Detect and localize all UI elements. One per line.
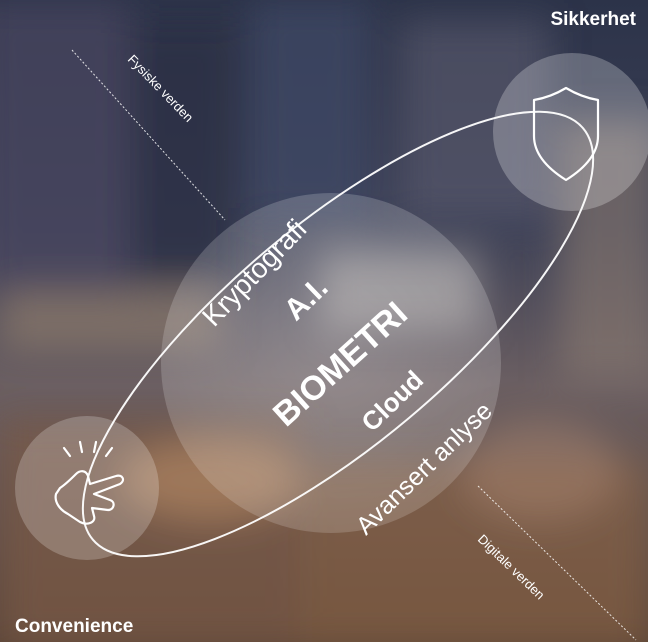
security-label: Sikkerhet	[550, 9, 636, 30]
physical-world-label: Fysiske verden	[125, 52, 197, 125]
tap-hand-icon	[54, 440, 125, 525]
convenience-label: Convenience	[15, 616, 134, 637]
digital-world-label: Digitale verden	[475, 531, 548, 602]
shield-icon	[532, 86, 600, 182]
digital-world-divider	[477, 485, 637, 641]
convenience-circle	[15, 416, 159, 560]
center-circle	[161, 193, 501, 533]
security-circle	[493, 53, 648, 211]
